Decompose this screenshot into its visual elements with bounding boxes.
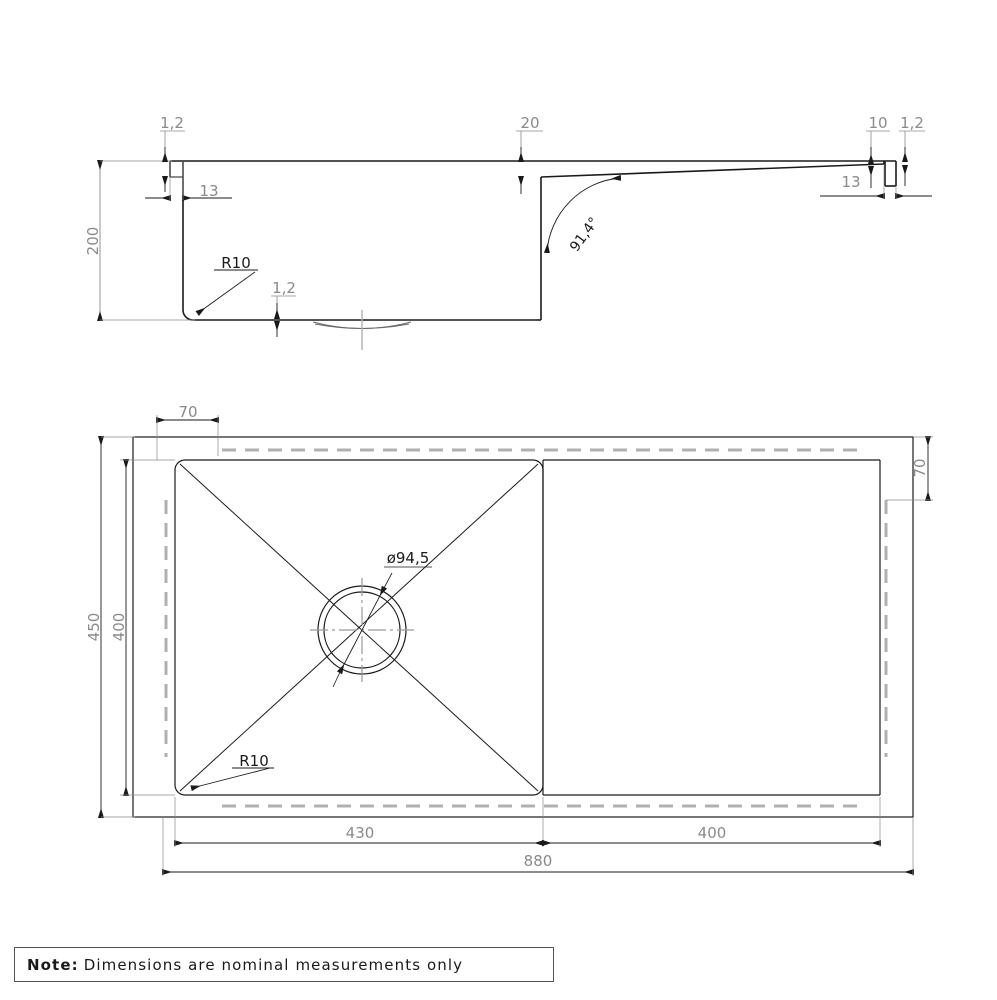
dim-dia-94-5-drain-label: ø94,5 xyxy=(387,549,430,567)
plan-hidden-rim-lines xyxy=(164,448,888,808)
dim-880-overall-width-label: 880 xyxy=(524,852,553,870)
plan-bowl-rectangle xyxy=(174,459,544,796)
dim-400-bowl-depth: 400 xyxy=(110,459,175,796)
dim-13-left: 13 xyxy=(145,161,232,201)
dim-400-bowl-depth-label: 400 xyxy=(110,613,128,642)
dim-1-2-base: 1,2 xyxy=(271,279,296,337)
note-label: Note: xyxy=(27,955,79,974)
dim-r10-plan: R10 xyxy=(190,752,274,792)
dim-430-bowl-width: 430 xyxy=(174,797,544,847)
dim-dia-94-5-drain: ø94,5 xyxy=(332,549,432,688)
dim-1-2-left-top: 1,2 xyxy=(160,114,185,192)
note-box: Note: Dimensions are nominal measurement… xyxy=(14,947,554,982)
dim-400-drainer-width: 400 xyxy=(542,797,881,847)
plan-view: ø94,5 R10 70 70 xyxy=(85,403,933,876)
dim-91-4-angle-label: 91,4° xyxy=(567,215,602,255)
dim-70-right: 70 xyxy=(886,436,933,501)
dim-20-drop-label: 20 xyxy=(520,114,539,132)
dim-13-left-label: 13 xyxy=(199,182,218,200)
dim-880-overall-width: 880 xyxy=(162,817,914,876)
dim-70-left-label: 70 xyxy=(178,403,197,421)
dim-450-overall-depth: 450 xyxy=(85,436,135,818)
dim-1-2-right-top-label: 1,2 xyxy=(900,114,924,132)
plan-bowl-diagonals xyxy=(179,463,539,792)
dim-91-4-angle: 91,4° xyxy=(543,174,622,255)
dim-1-2-right-top: 1,2 xyxy=(899,114,925,186)
dim-200-depth: 200 xyxy=(84,160,195,321)
dim-r10-plan-label: R10 xyxy=(239,752,269,770)
dim-400-drainer-width-label: 400 xyxy=(698,824,727,842)
note-text: Dimensions are nominal measurements only xyxy=(83,955,464,974)
dim-1-2-base-label: 1,2 xyxy=(272,279,296,297)
dim-r10-elevation: R10 xyxy=(195,254,258,317)
dim-200-depth-label: 200 xyxy=(84,227,102,256)
dim-10-right-label: 10 xyxy=(868,114,887,132)
dim-450-overall-depth-label: 450 xyxy=(85,613,103,642)
dim-13-right: 13 xyxy=(820,166,932,199)
elevation-view: 200 1,2 13 R10 xyxy=(84,114,932,350)
dim-430-bowl-width-label: 430 xyxy=(346,824,375,842)
dim-1-2-left-top-label: 1,2 xyxy=(160,114,184,132)
dim-r10-elevation-label: R10 xyxy=(221,254,251,272)
dim-10-right: 10 xyxy=(866,114,890,188)
dim-20-drop: 20 xyxy=(516,114,543,194)
plan-outer-rectangle xyxy=(132,436,914,818)
dim-70-right-label: 70 xyxy=(911,458,929,477)
dim-13-right-label: 13 xyxy=(841,173,860,191)
dim-70-left: 70 xyxy=(156,403,219,460)
